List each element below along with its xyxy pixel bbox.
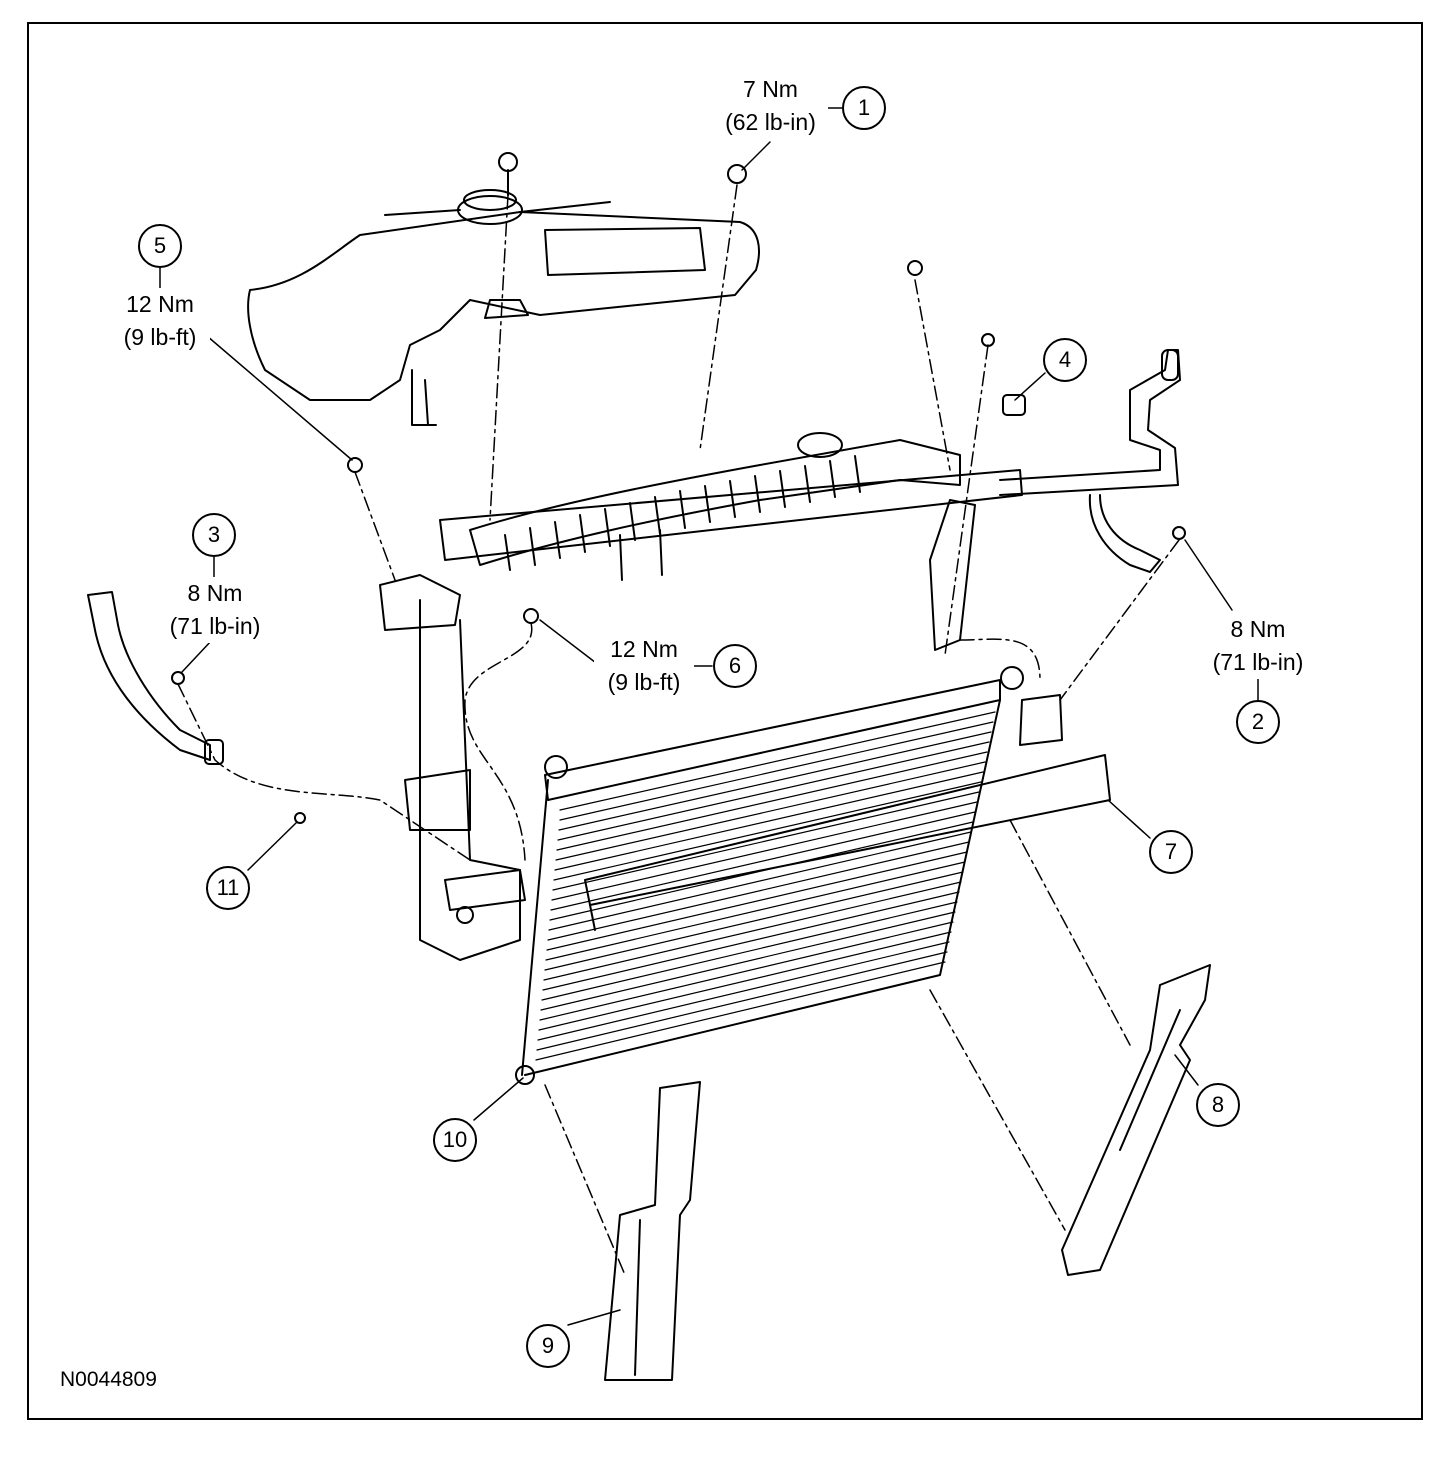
leader-lines xyxy=(159,107,1259,1326)
callout-2: 2 xyxy=(1236,700,1280,744)
ac-line-right xyxy=(999,349,1181,573)
torque-nm: 8 Nm xyxy=(1230,616,1286,642)
air-deflector-upper xyxy=(584,754,1111,931)
torque-imperial: (9 lb-ft) xyxy=(607,669,681,695)
side-deflector-right xyxy=(1061,964,1211,1276)
figure-id: N0044809 xyxy=(60,1368,157,1391)
side-deflector-left xyxy=(604,1081,701,1381)
callout-9: 9 xyxy=(526,1324,570,1368)
callout-7: 7 xyxy=(1149,830,1193,874)
ac-line-left xyxy=(87,591,224,765)
torque-spec-6: 12 Nm (9 lb-ft) xyxy=(594,633,694,699)
torque-spec-3: 8 Nm (71 lb-in) xyxy=(155,577,275,643)
torque-nm: 8 Nm xyxy=(187,580,243,606)
torque-spec-5: 12 Nm (9 lb-ft) xyxy=(110,288,210,354)
upper-radiator-hose xyxy=(469,432,961,581)
callout-4: 4 xyxy=(1043,338,1087,382)
coolant-reservoir xyxy=(247,189,760,426)
callout-3: 3 xyxy=(192,513,236,557)
callout-10: 10 xyxy=(433,1118,477,1162)
torque-nm: 12 Nm xyxy=(610,636,678,662)
torque-imperial: (71 lb-in) xyxy=(1212,649,1304,675)
condenser xyxy=(515,666,1063,1085)
torque-nm: 12 Nm xyxy=(126,291,194,317)
fasteners xyxy=(171,152,1186,824)
radiator-support xyxy=(379,469,1023,961)
callout-1: 1 xyxy=(842,86,886,130)
torque-spec-2: 8 Nm (71 lb-in) xyxy=(1198,613,1318,679)
diagram-frame xyxy=(27,22,1423,1420)
torque-nm: 7 Nm xyxy=(743,76,798,102)
exploded-view-lines xyxy=(177,184,1180,1276)
callout-6: 6 xyxy=(713,644,757,688)
callout-5: 5 xyxy=(138,224,182,268)
torque-imperial: (62 lb-in) xyxy=(725,109,816,135)
torque-imperial: (9 lb-ft) xyxy=(123,324,197,350)
torque-imperial: (71 lb-in) xyxy=(169,613,261,639)
torque-spec-1: 7 Nm (62 lb-in) xyxy=(713,73,828,139)
callout-8: 8 xyxy=(1196,1083,1240,1127)
callout-11: 11 xyxy=(206,866,250,910)
